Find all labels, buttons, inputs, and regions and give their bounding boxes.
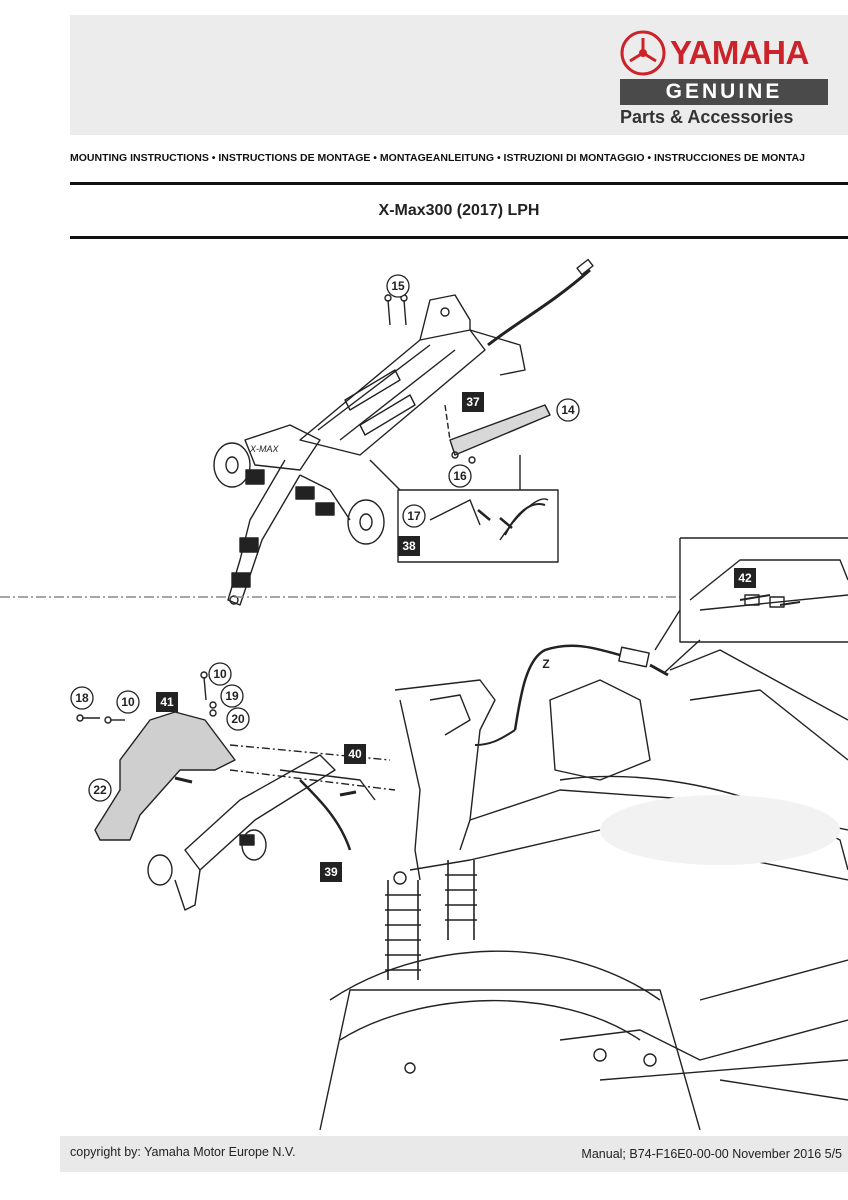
callout-z: Z <box>542 657 549 671</box>
copyright-text: copyright by: Yamaha Motor Europe N.V. <box>70 1145 296 1159</box>
callout-38: 38 <box>402 539 416 553</box>
callout-19: 19 <box>225 689 239 703</box>
header-rule-top <box>70 182 848 185</box>
callout-18: 18 <box>75 691 89 705</box>
header-rule-bottom <box>70 236 848 239</box>
callout-20: 20 <box>231 712 245 726</box>
mounting-instructions-languages: MOUNTING INSTRUCTIONS • INSTRUCTIONS DE … <box>70 152 805 164</box>
callout-10-top: 10 <box>213 667 227 681</box>
manual-reference: Manual; B74-F16E0-00-00 November 2016 5/… <box>581 1147 842 1161</box>
svg-text:X-MAX: X-MAX <box>249 444 280 454</box>
callout-22: 22 <box>93 783 107 797</box>
assembly-drawing: X-MAX <box>0 258 848 1130</box>
footer-band <box>60 1136 848 1172</box>
callout-17: 17 <box>407 509 421 523</box>
callout-39: 39 <box>324 865 338 879</box>
tuning-fork-icon <box>620 30 666 76</box>
yamaha-logo: YAMAHA GENUINE Parts & Accessories <box>620 30 848 134</box>
callout-15: 15 <box>391 279 405 293</box>
genuine-badge: GENUINE <box>620 79 828 105</box>
callout-41: 41 <box>160 695 174 709</box>
model-title: X-Max300 (2017) LPH <box>378 202 540 219</box>
callout-42: 42 <box>738 571 752 585</box>
parts-accessories-text: Parts & Accessories <box>620 107 794 127</box>
brand-name: YAMAHA <box>670 34 809 71</box>
callout-14: 14 <box>561 403 575 417</box>
callout-40: 40 <box>348 747 362 761</box>
callout-16: 16 <box>453 469 467 483</box>
header-band <box>70 15 848 135</box>
callout-37: 37 <box>466 395 480 409</box>
callout-10-left: 10 <box>121 695 135 709</box>
